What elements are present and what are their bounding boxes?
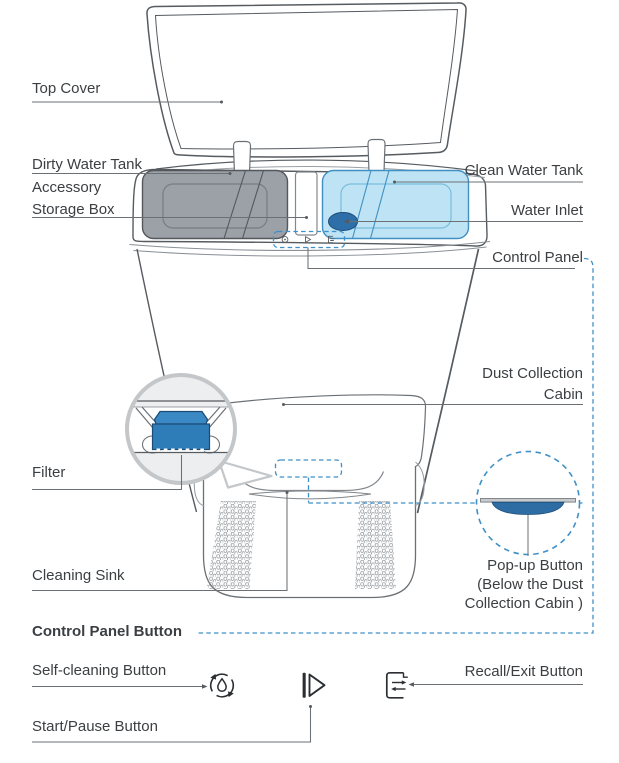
label-dirty-water-tank: Dirty Water Tank (32, 156, 143, 173)
mini-self-cleaning-icon (281, 236, 289, 243)
base-ramp-shape (193, 461, 425, 599)
dashed-connectors (196, 257, 594, 634)
accessory-storage-box-shape (294, 171, 318, 236)
dirty-water-tank-shape (141, 169, 289, 240)
label-cleaning-sink: Cleaning Sink (32, 566, 125, 584)
label-pop-up-button: Pop-up Button (Below the Dust Collection… (464, 557, 583, 612)
label-start-pause-button: Start/Pause Button (32, 717, 158, 735)
hinge-tab-left (232, 140, 252, 175)
label-dust-collection-cabin: Dust Collection Cabin (482, 364, 583, 404)
label-top-cover: Top Cover (32, 80, 101, 97)
dust-collection-cabin-shape (223, 394, 427, 471)
top-cover-shape (146, 2, 467, 158)
label-filter: Filter (32, 463, 66, 481)
self-cleaning-icon (209, 673, 235, 698)
leader-lines (32, 101, 583, 743)
label-self-cleaning-button: Self-cleaning Button (32, 662, 167, 679)
pop-up-zoom-circle (475, 450, 581, 556)
filter-magnifier (125, 373, 273, 489)
label-water-inlet: Water Inlet (511, 202, 583, 219)
label-accessory-storage-box: Accessory Storage Box (32, 179, 115, 218)
body-right-edge (416, 248, 480, 514)
start-pause-icon (302, 672, 326, 698)
label-recall-exit-button: Recall/Exit Button (464, 663, 583, 680)
filter-shape (153, 410, 209, 425)
label-control-panel: Control Panel (492, 248, 583, 266)
hinge-tab-right (367, 138, 386, 173)
grip-pad-left (206, 501, 256, 589)
mini-recall-icon (328, 235, 334, 244)
grip-pad-right (355, 501, 396, 589)
recall-exit-icon (385, 671, 408, 699)
label-clean-water-tank: Clean Water Tank (464, 161, 583, 179)
leader-dots (202, 100, 414, 708)
mini-play-icon (305, 235, 312, 244)
label-control-panel-button: Control Panel Button (32, 623, 182, 640)
control-panel-area (272, 230, 346, 249)
